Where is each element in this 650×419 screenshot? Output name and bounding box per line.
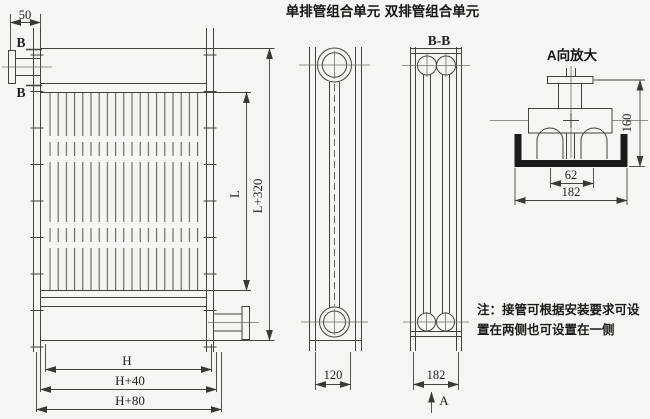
main-left-rail [30, 28, 44, 352]
dim-h80-label: H+80 [115, 393, 145, 408]
double-row-bottom-pipe-sections [403, 312, 469, 332]
single-row-tube [329, 82, 340, 308]
fin-tube-bundle [40, 92, 251, 291]
dim-h-label: H [122, 353, 131, 368]
outlet-pipe [208, 306, 259, 340]
main-right-rail [203, 28, 217, 352]
dim-detail-height: 160 [594, 79, 645, 167]
section-label-b-bottom: B [16, 85, 25, 100]
detail-a-valve [490, 66, 648, 158]
detail-a-view: A向放大 [490, 47, 648, 205]
section-bb-label: B-B [428, 33, 451, 48]
section-label-b-top: B [16, 35, 25, 50]
dim-detail-width: 182 [514, 168, 628, 205]
top-header [40, 48, 275, 84]
main-view: B B 50 L L+320 [2, 8, 275, 413]
dim-160-label: 160 [620, 114, 634, 133]
dim-pipe-offset: 50 [10, 8, 41, 50]
detail-a-channel [514, 134, 628, 167]
bottom-header [40, 297, 275, 341]
view-a-label: A [439, 393, 449, 408]
double-row-tubes [423, 75, 450, 313]
dim-62-label: 62 [565, 168, 578, 182]
dim-width-group: H H+40 H+80 [36, 344, 222, 413]
dim-l-label: L [227, 190, 242, 198]
dim-182-label: 182 [427, 368, 446, 382]
note-text: 注：接管可根据安装要求可设置在两侧也可设置在一侧 [477, 303, 640, 338]
double-row-top-pipe-sections [402, 54, 470, 77]
dim-double-width: 182 [413, 352, 459, 390]
dim-total-length: L+320 [250, 48, 273, 341]
double-row-title: 双排管组合单元 [385, 3, 480, 19]
single-row-rails [309, 47, 362, 351]
dim-detail-pitch: 62 [550, 168, 594, 188]
dim-tube-length: L [227, 92, 250, 291]
section-mark-b-top: B [16, 35, 42, 51]
dim-120-label: 120 [324, 368, 343, 382]
dim-182-detail-label: 182 [562, 185, 581, 199]
single-row-top-pipe-section [299, 47, 370, 83]
double-row-view: 双排管组合单元 B-B [385, 3, 480, 413]
double-row-rails [410, 47, 462, 351]
dim-50-label: 50 [19, 8, 32, 22]
dim-single-width: 120 [315, 352, 351, 390]
dim-l320-label: L+320 [250, 179, 265, 214]
section-mark-b-bottom: B [16, 84, 42, 100]
single-row-title: 单排管组合单元 [286, 3, 381, 19]
view-direction-a: A [428, 391, 449, 413]
detail-a-title: A向放大 [547, 47, 598, 63]
dim-h40-label: H+40 [115, 373, 145, 388]
inlet-pipe [2, 50, 52, 84]
single-row-view: 单排管组合单元 120 [286, 3, 381, 390]
detail-a-tube-humps [536, 127, 608, 159]
single-row-bottom-pipe-section [301, 306, 368, 338]
